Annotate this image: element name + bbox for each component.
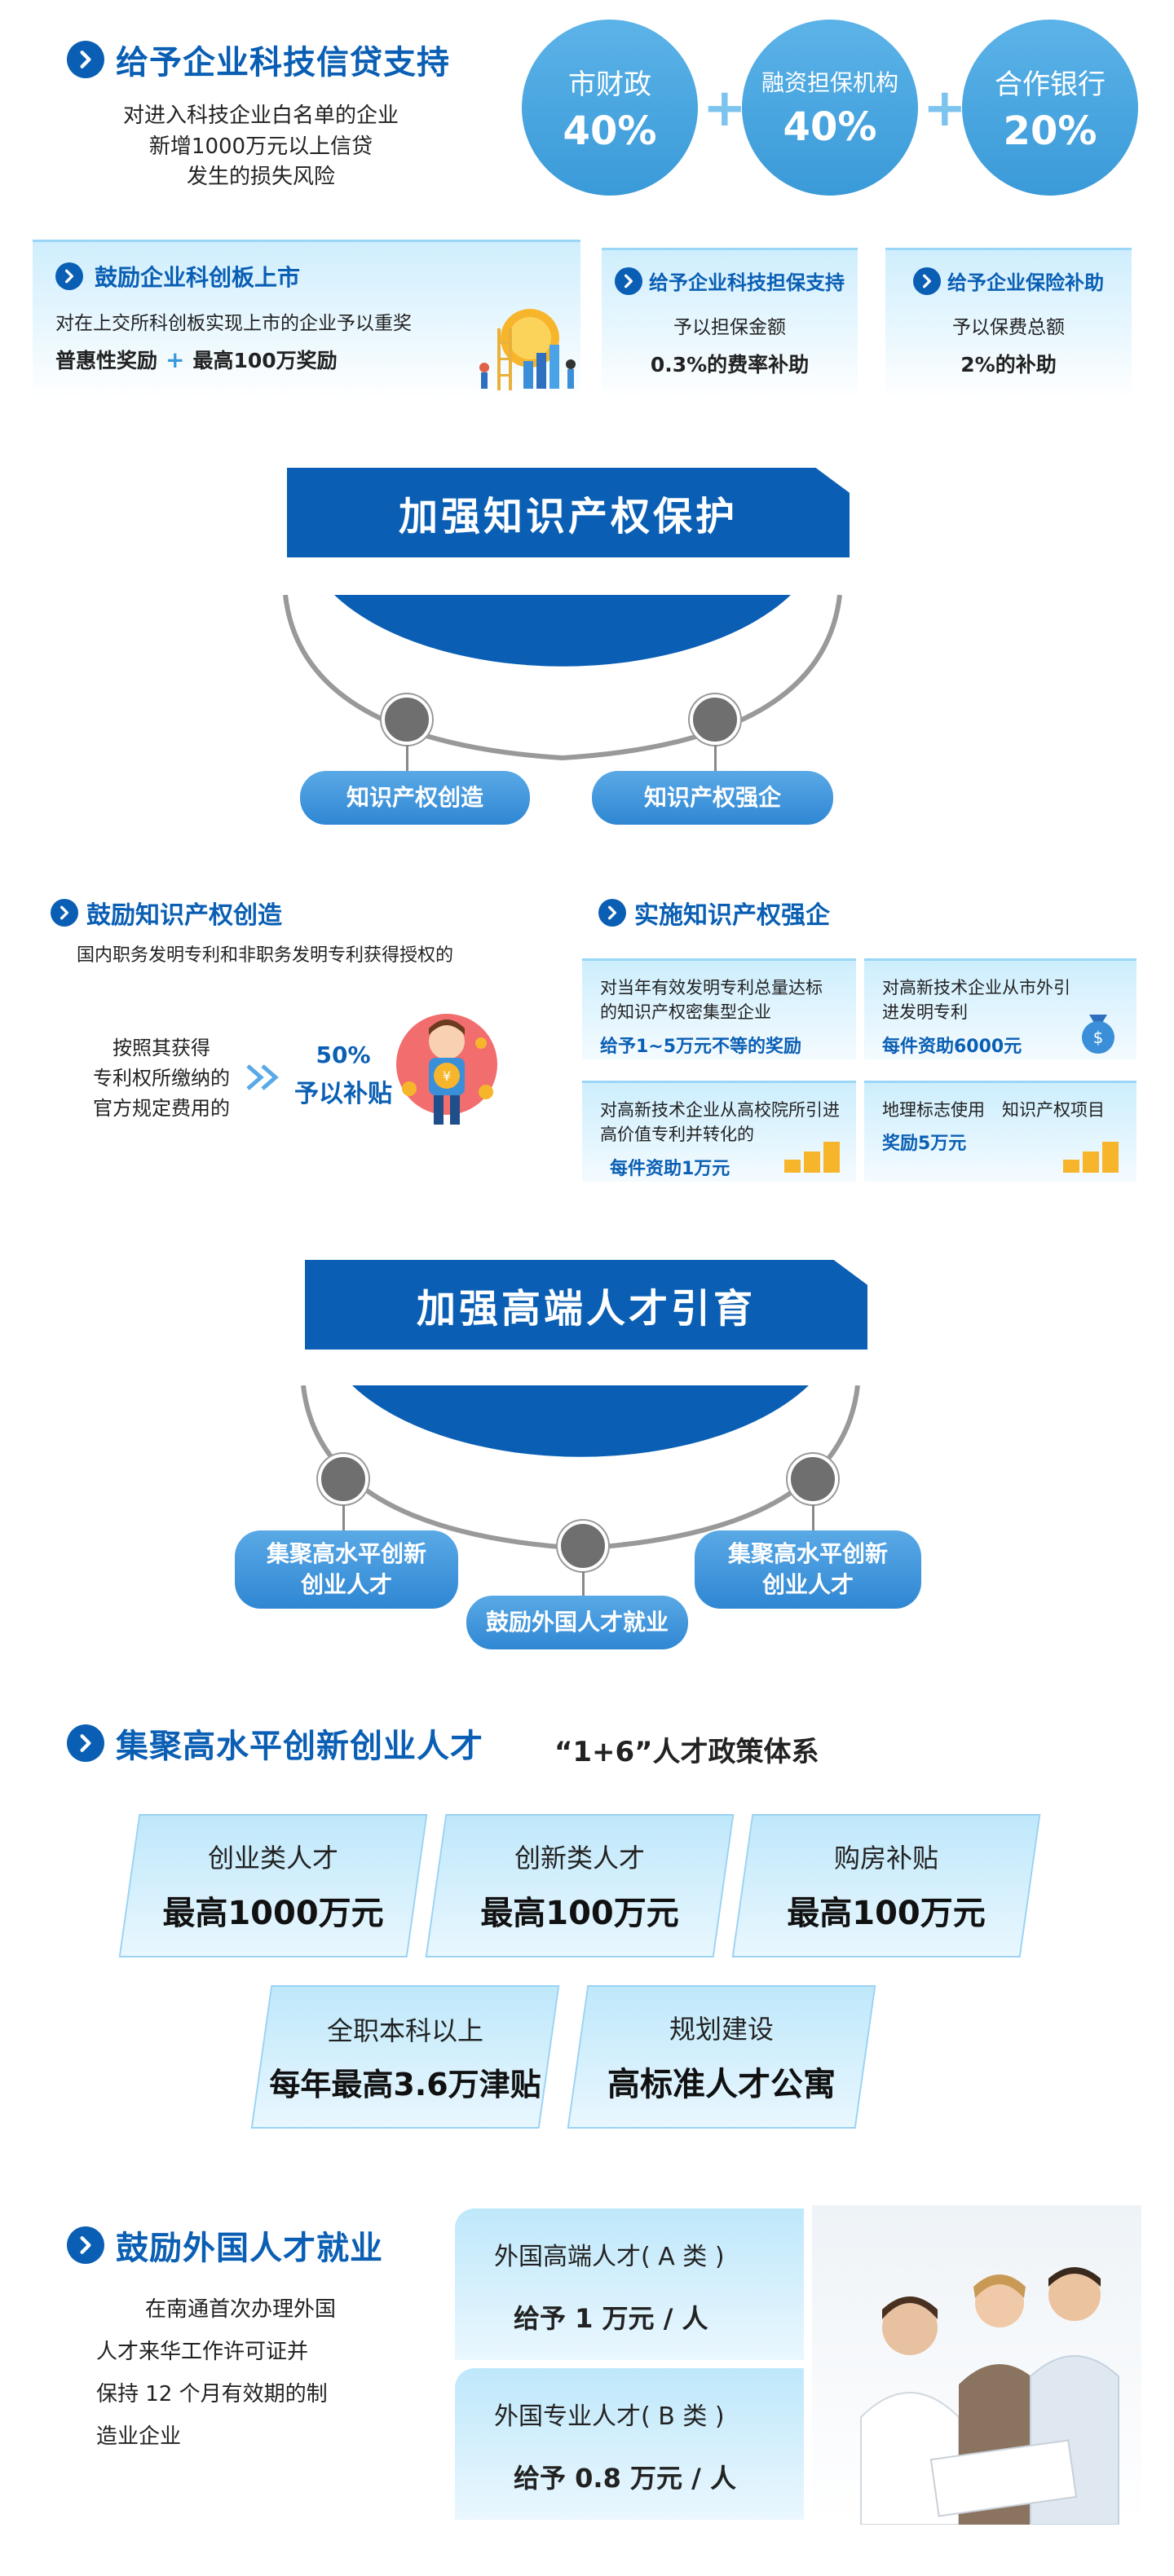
ip-strong-box-2: 对高新技术企业从市外引进发明专利 每件资助6000元 $ [864, 958, 1136, 1059]
kcb-rewards: 普惠性奖励 + 最高100万奖励 [55, 346, 338, 373]
coin-stack-icon [1063, 1142, 1119, 1173]
pill-ip-creation: 知识产权创造 [300, 771, 530, 825]
talent-banner: 加强高端人才引育 [305, 1260, 867, 1350]
chevron-right-icon [67, 2226, 104, 2264]
ip-strong-box-1: 对当年有效发明专利总量达标的知识产权密集型企业 给予1~5万元不等的奖励 [582, 958, 856, 1059]
ip-create-line1: 国内职务发明专利和非职务发明专利获得授权的 [77, 945, 454, 966]
talent-box-startup: 创业类人才最高1000万元 [118, 1814, 428, 1957]
node-dot [382, 694, 432, 745]
kcb-title: 鼓励企业科创板上市 [55, 260, 558, 293]
circle-guarantee-agency: 融资担保机构 40% [742, 20, 918, 196]
ip-create-title: 鼓励知识产权创造 [51, 895, 282, 931]
pill-ip-strong: 知识产权强企 [592, 771, 833, 825]
kcb-panel: 鼓励企业科创板上市 对在上交所科创板实现上市的企业予以重奖 普惠性奖励 + 最高… [33, 240, 580, 399]
plus-icon: + [703, 78, 747, 139]
pill-talent-innovation-right: 集聚高水平创新创业人才 [695, 1530, 921, 1609]
ip-protection-banner: 加强知识产权保护 [287, 468, 850, 557]
talent-box-innovation: 创新类人才最高100万元 [425, 1814, 735, 1957]
foreign-description: 在南通首次办理外国 人才来华工作许可证并 保持 12 个月有效期的制 造业企业 [96, 2297, 337, 2449]
foreign-class-a-box: 外国高端人才( A 类 ) 给予 1 万元 / 人 [455, 2208, 804, 2360]
guarantee-title: 给予企业科技担保支持 [613, 266, 846, 295]
plus-icon: + [166, 346, 185, 373]
insurance-panel: 给予企业保险补助 予以保费总额 2%的补助 [885, 248, 1132, 399]
talent-box-apartment: 规划建设高标准人才公寓 [567, 1985, 876, 2129]
node-dot [690, 694, 740, 745]
double-arrow-icon [246, 1064, 279, 1090]
node-dot [558, 1521, 608, 1571]
guarantee-panel: 给予企业科技担保支持 予以担保金额 0.3%的费率补助 [602, 248, 858, 399]
plus-icon: + [923, 78, 967, 139]
chevron-right-icon [55, 262, 83, 290]
pill-foreign-talent: 鼓励外国人才就业 [466, 1596, 688, 1649]
pill-talent-innovation-left: 集聚高水平创新创业人才 [235, 1530, 458, 1609]
ip-strong-box-4: 地理标志使用 知识产权项目 奖励5万元 [864, 1081, 1136, 1182]
node-dot [318, 1454, 369, 1504]
ip-arc-graphic [283, 595, 842, 761]
chevron-right-icon [598, 899, 626, 927]
coin-stack-icon [784, 1142, 840, 1173]
ip-strong-title: 实施知识产权强企 [598, 895, 830, 931]
svg-text:$: $ [1093, 1028, 1104, 1047]
talent-box-allowance: 全职本科以上每年最高3.6万津贴 [250, 1985, 560, 2129]
credit-description: 对进入科技企业白名单的企业 新增1000万元以上信贷 发生的损失风险 [122, 103, 399, 190]
money-bag-icon: $ [1082, 1015, 1114, 1054]
ip-create-desc: 按照其获得 专利权所缴纳的 官方规定费用的 [93, 1037, 230, 1121]
person-with-coins-illustration: ¥ [396, 1014, 497, 1125]
business-people-photo [812, 2205, 1141, 2525]
chevron-right-icon [67, 41, 104, 78]
ip-create-subsidy: 50% 予以补贴 [294, 1041, 392, 1108]
talent-box-housing: 购房补贴最高100万元 [731, 1814, 1041, 1957]
growth-chart-illustration [479, 309, 576, 390]
chevron-right-icon [51, 899, 78, 927]
circle-city-finance: 市财政 40% [522, 20, 698, 196]
foreign-section-title: 鼓励外国人才就业 [67, 2222, 383, 2269]
svg-text:¥: ¥ [443, 1068, 451, 1084]
circle-partner-bank: 合作银行 20% [962, 20, 1138, 196]
section-title-credit: 给予企业科技信贷支持 [67, 36, 450, 83]
talent-subtitle: “1+6”人才政策体系 [554, 1736, 819, 1768]
ip-strong-box-3: 对高新技术企业从高校院所引进高价值专利并转化的 每件资助1万元 [582, 1081, 856, 1182]
chevron-right-icon [913, 266, 941, 295]
chevron-right-icon [615, 266, 642, 295]
insurance-title: 给予企业保险补助 [897, 266, 1120, 295]
foreign-class-b-box: 外国专业人才( B 类 ) 给予 0.8 万元 / 人 [455, 2368, 804, 2520]
talent-section-title: 集聚高水平创新创业人才 [67, 1720, 483, 1767]
node-dot [788, 1454, 838, 1504]
chevron-right-icon [67, 1724, 104, 1762]
